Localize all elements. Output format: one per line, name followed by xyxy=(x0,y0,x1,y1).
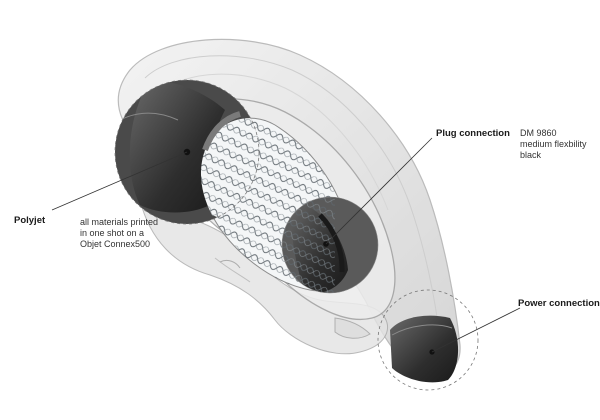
callout-plug-title: Plug connection xyxy=(436,128,510,139)
callout-polyjet-desc: all materials printed in one shot on a O… xyxy=(80,217,158,250)
leader-power xyxy=(431,307,521,353)
material-line-2: medium flexbility xyxy=(520,139,587,149)
callout-material: DM 9860 medium flexbility black xyxy=(520,128,587,161)
callout-plug: Plug connection xyxy=(436,128,510,139)
lens-power xyxy=(377,289,479,391)
polyjet-line-3: Objet Connex500 xyxy=(80,239,151,249)
polyjet-line-1: all materials printed xyxy=(80,217,159,227)
callout-power: Power connection xyxy=(518,298,600,309)
leader-plug xyxy=(325,137,433,245)
material-line-3: black xyxy=(520,150,542,160)
lens-plug xyxy=(281,196,379,294)
callout-polyjet: Polyjet xyxy=(14,215,45,226)
polyjet-line-2: in one shot on a xyxy=(80,228,145,238)
callout-power-title: Power connection xyxy=(518,298,600,309)
callout-polyjet-title: Polyjet xyxy=(14,215,46,226)
leader-polyjet xyxy=(51,151,188,211)
material-line-1: DM 9860 xyxy=(520,128,557,138)
leader-lines xyxy=(51,137,521,353)
